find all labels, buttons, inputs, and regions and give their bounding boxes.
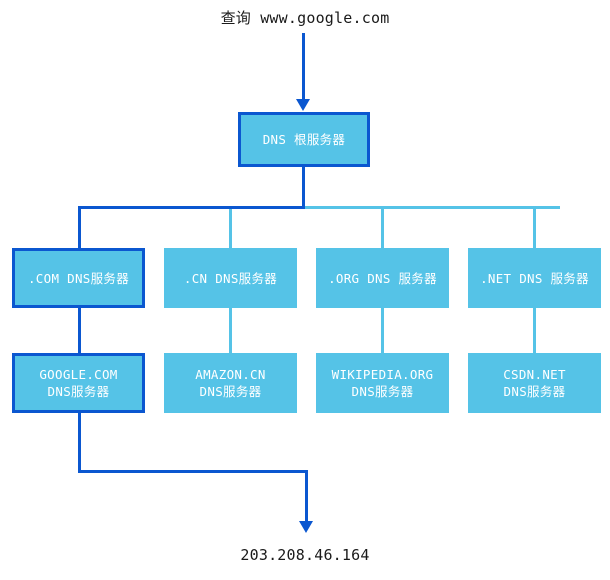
node-label: .NET DNS 服务器 [480,270,589,286]
node-tld-com[interactable]: .COM DNS服务器 [12,248,145,308]
tld-bus-light [78,206,560,209]
connector-org-to-wikipedia [381,305,384,355]
node-label: WIKIPEDIA.ORG DNS服务器 [331,367,434,399]
node-label: DNS 根服务器 [262,132,346,147]
node-label: GOOGLE.COM DNS服务器 [39,367,118,399]
connector-cn-to-amazon [229,305,232,355]
node-label: AMAZON.CN DNS服务器 [195,367,266,399]
node-label: .ORG DNS 服务器 [328,270,437,286]
bus-drop-com [78,206,81,250]
query-label: 查询 www.google.com [220,9,390,27]
node-tld-cn[interactable]: .CN DNS服务器 [164,248,297,308]
node-label: .COM DNS服务器 [27,270,129,286]
answer-path-final-stem [305,470,308,523]
resolved-ip-label: 203.208.46.164 [240,546,370,564]
tld-bus-highlighted [78,206,305,209]
answer-path-right [78,470,308,473]
bus-drop-cn [229,206,232,250]
node-tld-org[interactable]: .ORG DNS 服务器 [316,248,449,308]
bus-drop-org [381,206,384,250]
node-label: CSDN.NET DNS服务器 [503,367,566,399]
node-authoritative-csdn-net[interactable]: CSDN.NET DNS服务器 [468,353,601,413]
node-authoritative-amazon-cn[interactable]: AMAZON.CN DNS服务器 [164,353,297,413]
node-tld-net[interactable]: .NET DNS 服务器 [468,248,601,308]
query-to-root-arrowhead [296,99,310,111]
connector-com-to-google [78,305,81,355]
node-dns-root-server[interactable]: DNS 根服务器 [238,112,370,167]
node-authoritative-wikipedia-org[interactable]: WIKIPEDIA.ORG DNS服务器 [316,353,449,413]
answer-arrowhead [299,521,313,533]
node-authoritative-google-com[interactable]: GOOGLE.COM DNS服务器 [12,353,145,413]
bus-drop-net [533,206,536,250]
node-label: .CN DNS服务器 [183,270,278,286]
root-stem-down [302,164,305,209]
answer-path-down [78,411,81,473]
connector-net-to-csdn [533,305,536,355]
query-to-root-stem [302,33,305,101]
